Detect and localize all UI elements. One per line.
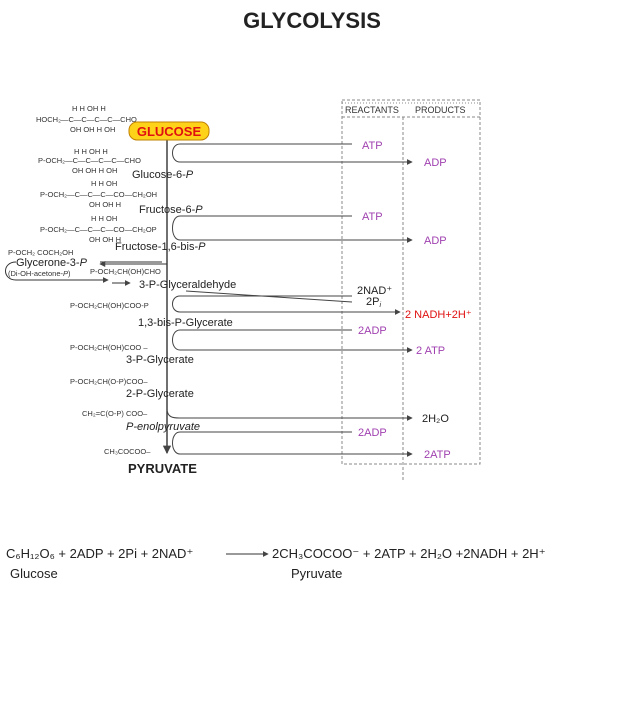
reactants-header: REACTANTS <box>345 105 399 115</box>
fructose-bisphosphate-structure: H H OH P-OCH₂—C—C—C—CO—CH₂OP OH OH H <box>40 214 157 244</box>
phosphate-symbol: P <box>80 257 88 269</box>
product-atp-1: 2 ATP <box>416 345 445 357</box>
pi-subscript: i <box>379 302 381 309</box>
2-phosphoglycerate-label: 2-P-Glycerate <box>126 388 194 400</box>
reactant-adp-1: 2ADP <box>358 325 387 337</box>
phosphate-symbol: P <box>198 241 206 253</box>
phosphate-symbol: P <box>63 269 68 278</box>
g6p-formula-top: H H OH H <box>74 147 108 156</box>
bisphosphoglycerate-label: 1,3-bis-P-Glycerate <box>138 317 233 329</box>
fbp-formula-bottom: OH OH H <box>89 235 121 244</box>
pep-formula: CH₂=C(O-P) COO– <box>82 409 148 418</box>
branch-g3p-dehydrogenase <box>172 295 401 315</box>
product-water: 2H₂O <box>422 413 449 425</box>
glucose-highlight <box>128 121 210 141</box>
pyruvate-caption: Pyruvate <box>291 566 343 581</box>
glucose-6-p-structure: H H OH H P-OCH₂—C—C—C—C—CHO OH OH H OH <box>38 147 141 175</box>
phosphoenolpyruvate-label: P-enolpyruvate <box>126 421 200 433</box>
bpg-formula: P-OCH₂CH(OH)COO-P <box>70 301 149 310</box>
reactant-pi: 2Pi <box>366 296 381 309</box>
panel-outer-box <box>341 99 481 465</box>
g3p-formula: P-OCH₂CH(OH)CHO <box>90 267 161 276</box>
pg2-formula: P-OCH₂CH(O-P)COO– <box>70 377 148 386</box>
glucose-formula-bottom: OH OH H OH <box>70 125 115 134</box>
g6p-formula: P-OCH₂—C—C—C—C—CHO <box>38 156 141 165</box>
reactant-nad: 2NAD⁺ <box>357 285 392 297</box>
branch-pgk <box>172 329 413 353</box>
f6p-formula-top: H H OH <box>91 179 117 188</box>
glucose-formula: HOCH₂—C—C—C—C—CHO <box>36 115 137 124</box>
products-header: PRODUCTS <box>415 105 466 115</box>
glucose-caption: Glucose <box>10 566 58 581</box>
fbp-formula: P-OCH₂—C—C—C—CO—CH₂OP <box>40 225 157 234</box>
g6p-formula-bottom: OH OH H OH <box>72 166 117 175</box>
fructose-6-p-structure: H H OH P-OCH₂—C—C—C—CO—CH₂OH OH OH H <box>40 179 157 209</box>
reaction-branches <box>166 143 413 457</box>
f6p-formula: P-OCH₂—C—C—C—CO—CH₂OH <box>40 190 157 199</box>
reactants-products-panel <box>341 99 481 482</box>
product-atp-2: 2ATP <box>424 449 451 461</box>
glyceraldehyde-3-p-label: 3-P-Glyceraldehyde <box>139 279 236 291</box>
branch-pfk <box>172 215 413 243</box>
glucose-structure: H H OH H HOCH₂—C—C—C—C—CHO OH OH H OH <box>36 104 137 134</box>
glucose-6-p-label: Glucose-6-P <box>132 169 194 181</box>
branch-hexokinase <box>172 143 413 165</box>
phosphate-symbol: P <box>195 204 203 216</box>
product-adp-2: ADP <box>424 235 447 247</box>
reactant-labels: ATP ATP 2NAD⁺ 2Pi 2ADP 2ADP <box>357 140 392 439</box>
branch-pyruvate-kinase <box>172 431 413 457</box>
phosphate-symbol: P <box>186 169 194 181</box>
product-nadh: 2 NADH+2H⁺ <box>405 309 472 321</box>
product-adp-1: ADP <box>424 157 447 169</box>
glucose-label: GLUCOSE <box>137 124 202 139</box>
fbp-formula-top: H H OH <box>91 214 117 223</box>
pg3-formula: P-OCH₂CH(OH)COO – <box>70 343 148 352</box>
page-title: GLYCOLYSIS <box>243 8 381 33</box>
f6p-formula-bottom: OH OH H <box>89 200 121 209</box>
overall-equation-left: C₆H₁₂O₆ + 2ADP + 2Pi + 2NAD⁺ <box>6 546 194 561</box>
dhap-formula: P-OCH₂ COCH₂OH <box>8 248 73 257</box>
glucose-formula-top: H H OH H <box>72 104 106 113</box>
overall-equation-right: 2CH₃COCOO⁻ + 2ATP + 2H₂O +2NADH + 2H⁺ <box>272 546 546 561</box>
3-phosphoglycerate-label: 3-P-Glycerate <box>126 354 194 366</box>
dhap-note: (Di-OH-acetone-P) <box>8 269 71 278</box>
fructose-6-p-label: Fructose-6-P <box>139 204 203 216</box>
glycerone-3-p-label: Glycerone-3-P <box>16 257 88 269</box>
product-labels: ADP ADP 2 NADH+2H⁺ 2 ATP 2H₂O 2ATP <box>405 157 472 461</box>
reactant-atp-1: ATP <box>362 140 383 152</box>
dhap-isomerase-arrow <box>5 261 162 280</box>
pyruvate-formula: CH₃COCOO– <box>104 447 151 456</box>
fructose-bisphosphate-label: Fructose-1,6-bis-P <box>115 241 206 253</box>
branch-enolase <box>166 409 413 421</box>
reactant-atp-2: ATP <box>362 211 383 223</box>
pi-uptake-line <box>185 290 353 303</box>
reactant-adp-2: 2ADP <box>358 427 387 439</box>
pyruvate-label: PYRUVATE <box>128 461 197 476</box>
